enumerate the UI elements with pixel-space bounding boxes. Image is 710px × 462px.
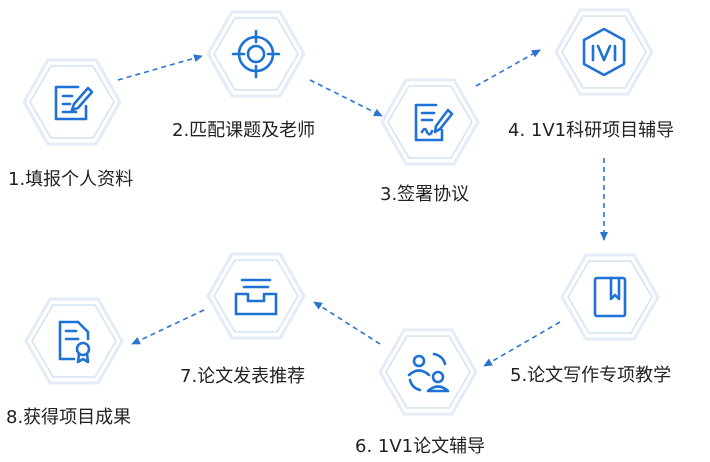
edit-document-icon [54,85,94,121]
1v1-badge-icon [582,27,626,77]
connector-2-3 [309,79,383,117]
connector-3-4 [475,49,541,87]
step-4 [554,8,654,96]
inbox-tray-icon [234,278,278,316]
step-7-label: 7.论文发表推荐 [180,366,305,387]
book-icon [593,276,627,318]
step-3-label: 3.签署协议 [380,184,469,205]
step-8 [24,297,124,385]
step-5-label: 5.论文写作专项教学 [510,365,671,386]
sign-contract-icon [414,103,454,142]
step-6-label: 6. 1V1论文辅导 [355,436,485,457]
connector-5-6 [483,321,561,367]
users-exchange-icon [407,352,450,393]
step-4-label: 4. 1V1科研项目辅导 [508,120,674,141]
target-icon [231,29,281,79]
step-3 [380,78,480,166]
connector-7-8 [131,309,205,345]
step-7 [206,252,306,340]
step-1-label: 1.填报个人资料 [8,169,133,190]
step-2-label: 2.匹配课题及老师 [172,120,315,141]
step-6 [378,328,478,416]
connector-1-2 [117,54,203,81]
connector-6-7 [313,301,381,345]
step-5 [560,253,660,341]
step-8-label: 8.获得项目成果 [6,407,131,428]
certificate-icon [58,320,91,364]
connectors [117,49,608,367]
step-1 [22,58,122,146]
step-2 [206,10,306,98]
